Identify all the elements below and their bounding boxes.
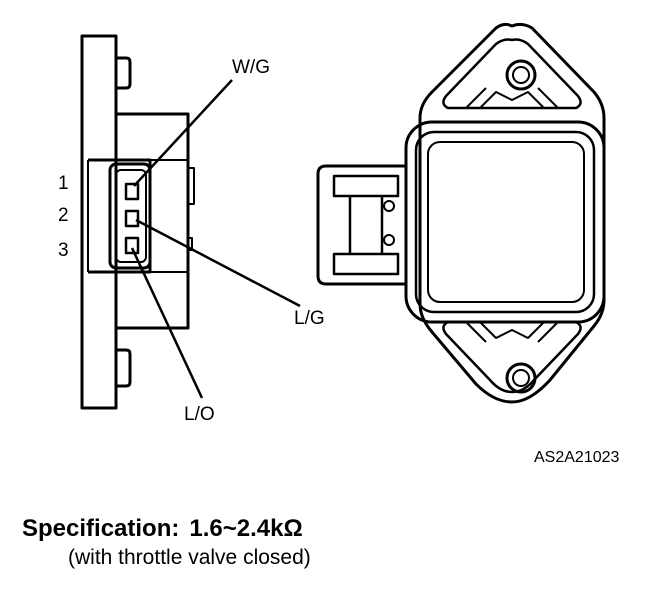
flange-boss-top: [116, 56, 132, 90]
leader-lg: [135, 218, 301, 308]
pin-terminal-2: [124, 209, 140, 228]
sensor-face-mid: [414, 130, 596, 314]
pin-terminal-3: [124, 236, 140, 255]
flange-boss-bottom: [116, 348, 132, 388]
specification-label: Specification:: [22, 515, 180, 542]
specification-condition: (with throttle valve closed): [68, 546, 311, 569]
leader-lo: [130, 247, 204, 399]
specification-line: Specification: 1.6~2.4kΩ: [22, 514, 662, 544]
sensor-face-inner: [427, 141, 585, 303]
wire-label-lo: L/O: [184, 404, 215, 425]
sensor-side-view: [80, 34, 195, 410]
mounting-hole-bottom: [505, 362, 537, 394]
connector-latch-bottom: [332, 252, 400, 276]
connector-tab: [316, 164, 406, 286]
leader-wg: [133, 79, 233, 187]
upper-lobe-inner: [442, 38, 582, 110]
pin-label-2: 2: [58, 205, 69, 226]
connector-latch-top: [332, 174, 400, 198]
wire-label-wg: W/G: [232, 57, 270, 78]
sensor-face-outer: [404, 120, 606, 324]
leader-lines: [130, 79, 301, 399]
pin-label-1: 1: [58, 173, 69, 194]
specification-block: Specification: 1.6~2.4kΩ (with throttle v…: [22, 514, 662, 572]
lower-lobe-inner: [442, 320, 582, 394]
connector-housing: [88, 158, 152, 274]
pin-label-3: 3: [58, 240, 69, 261]
pin-terminal-1: [124, 182, 140, 201]
sensor-front-view: [316, 22, 606, 404]
connector-pin-dot-bottom: [383, 234, 395, 246]
connector-socket: [108, 162, 152, 270]
figure-code: AS2A21023: [534, 449, 620, 466]
specification-value: 1.6~2.4kΩ: [189, 515, 303, 542]
sensor-housing-outline: [418, 22, 606, 404]
mounting-hole-top: [505, 59, 537, 91]
wire-label-lg: L/G: [294, 308, 325, 329]
connector-pin-dot-top: [383, 200, 395, 212]
